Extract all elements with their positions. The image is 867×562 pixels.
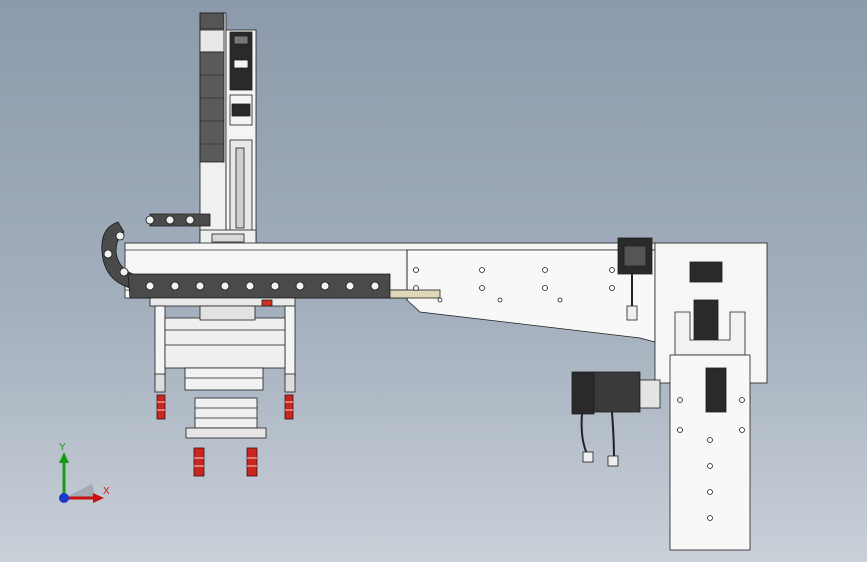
servo-motor[interactable] <box>571 371 661 467</box>
suction-cups[interactable] <box>156 394 294 477</box>
gripper-assembly[interactable] <box>149 297 296 439</box>
coordinate-triad <box>59 452 104 503</box>
cable-chain[interactable] <box>101 213 391 299</box>
beam-motor[interactable] <box>617 237 653 321</box>
right-vertical-axis[interactable] <box>654 242 768 551</box>
x-axis-label: X <box>103 486 110 497</box>
vertical-column[interactable] <box>199 12 257 247</box>
y-axis-label: Y <box>59 442 66 453</box>
